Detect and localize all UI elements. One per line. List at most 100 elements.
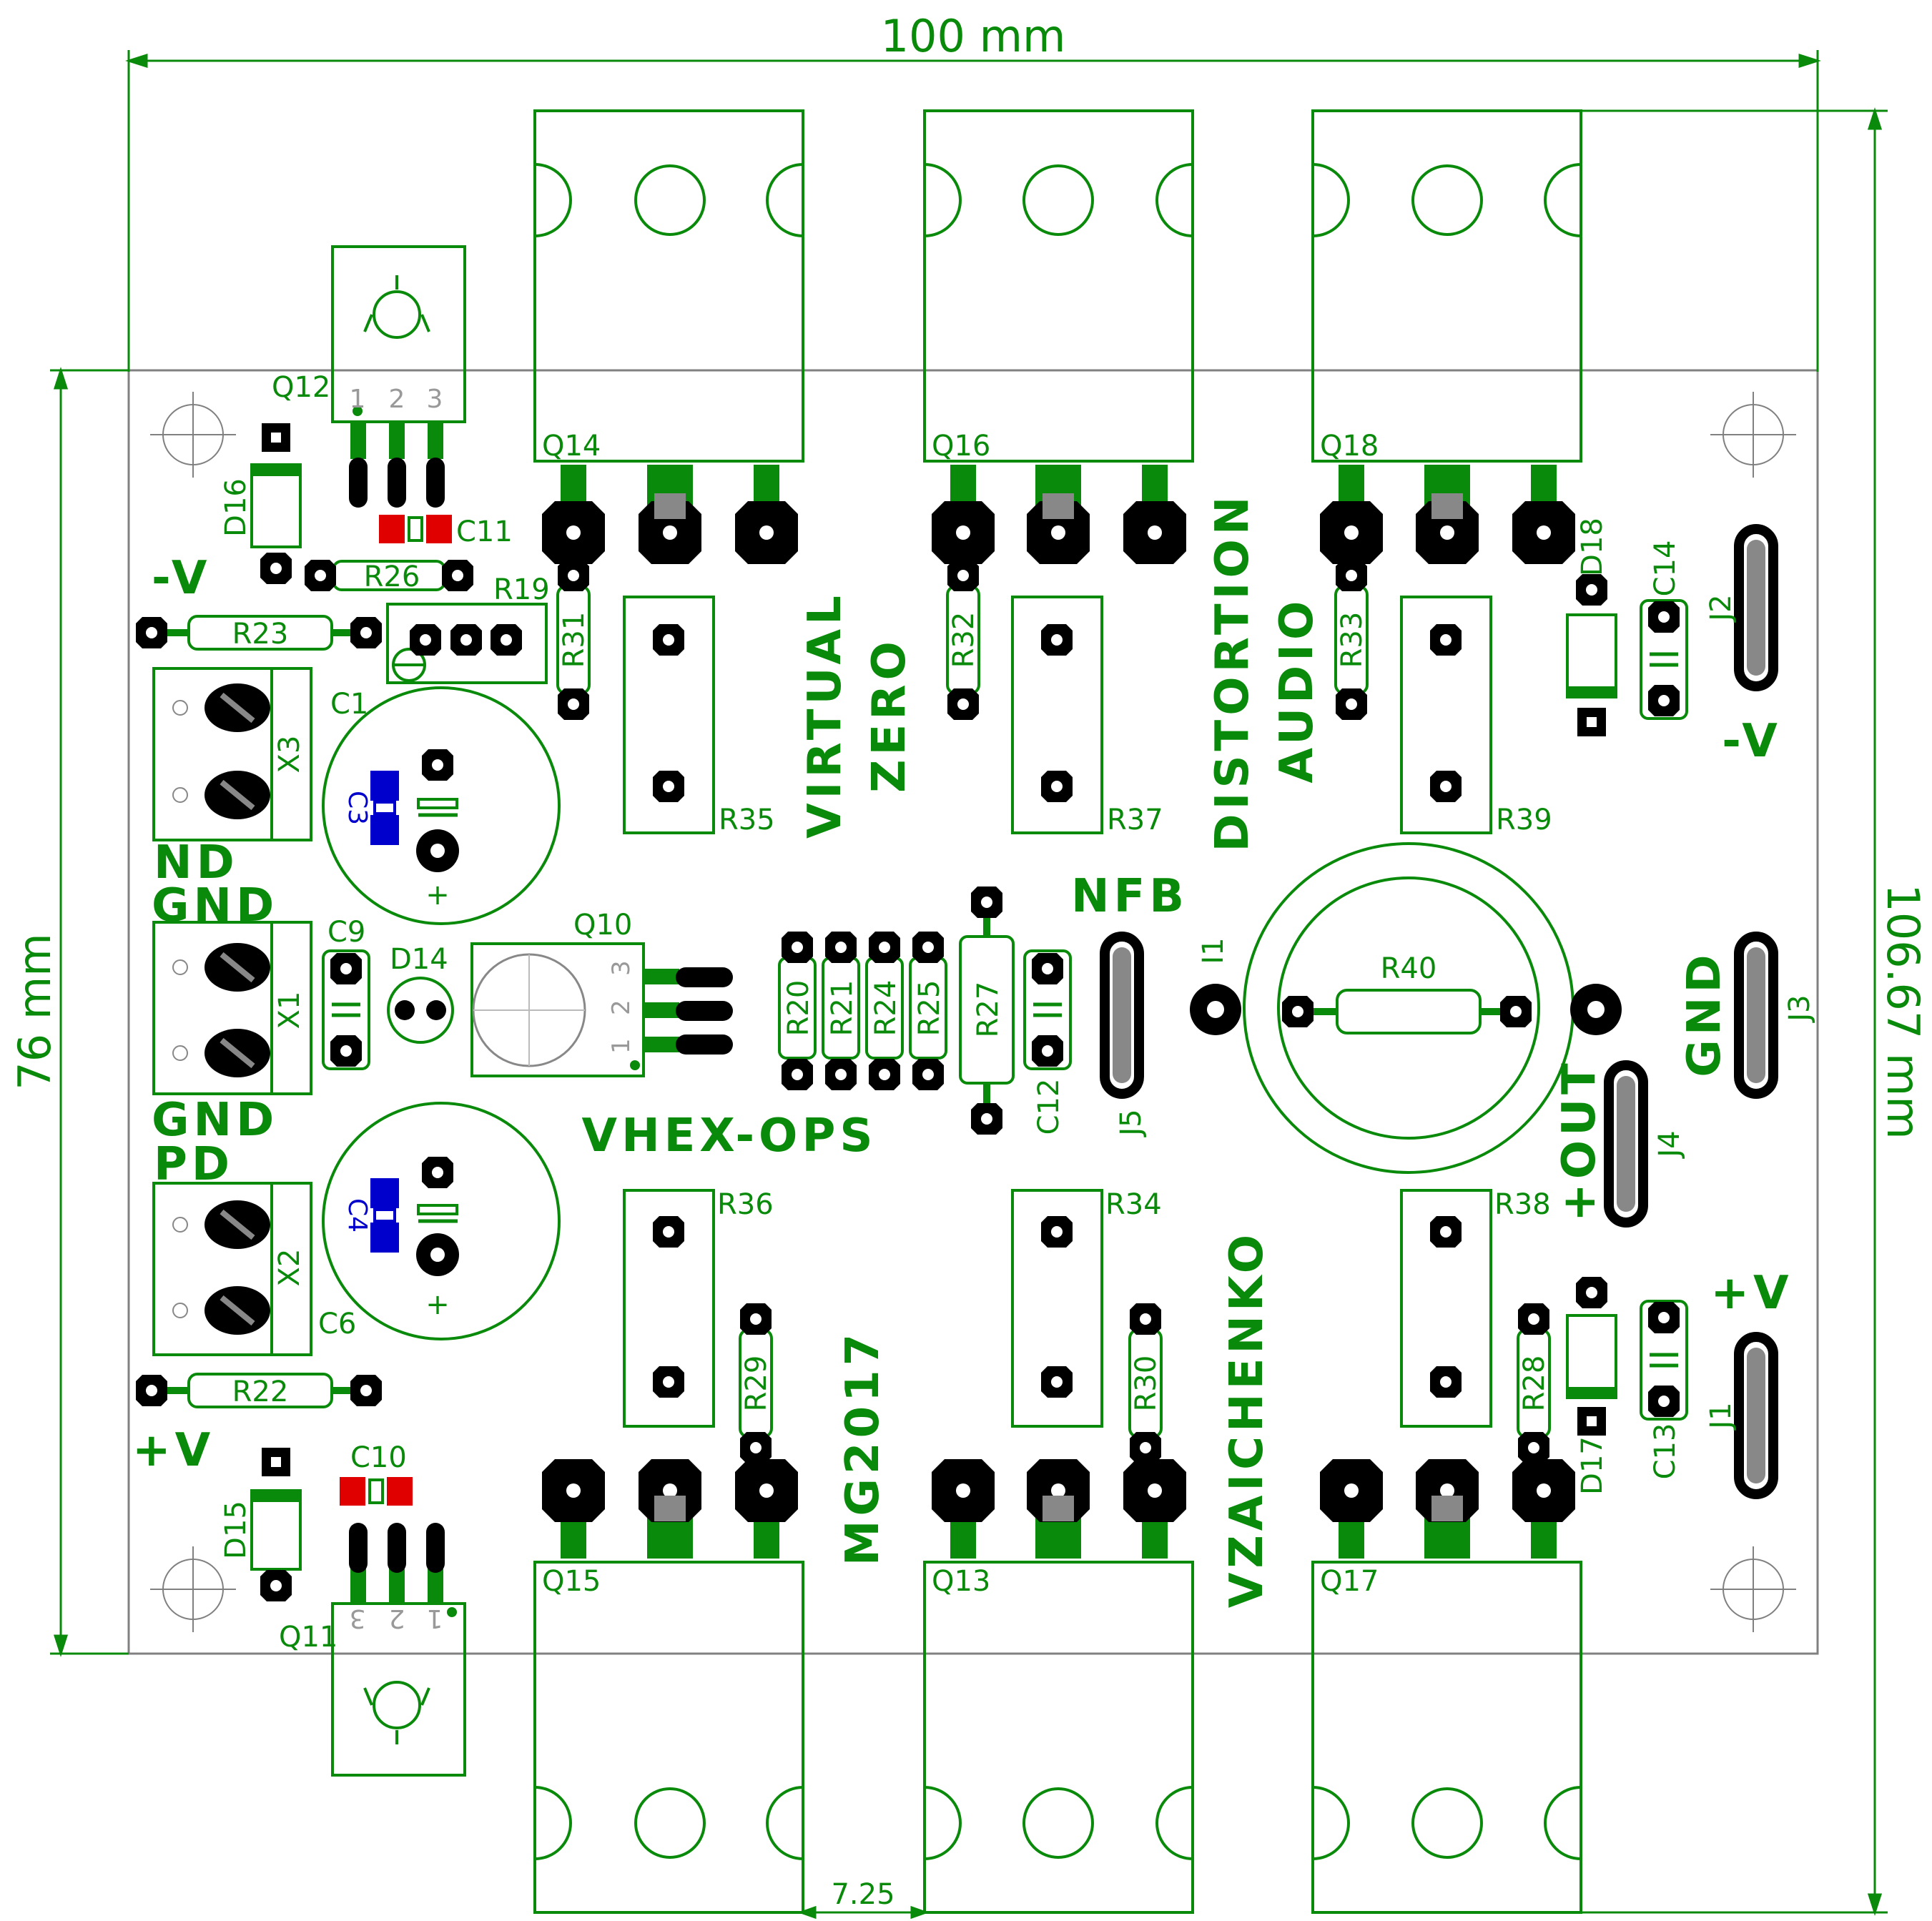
label-r31: R31 (558, 612, 591, 668)
transistor-q16: Q16 (923, 109, 1194, 564)
jumper-j4: J4 (1604, 1060, 1686, 1228)
svg-text:1: 1 (427, 1604, 443, 1633)
label-q10: Q10 (573, 909, 632, 942)
label-q13: Q13 (932, 1565, 990, 1598)
diode-d15: D15 (220, 1448, 302, 1601)
resistor-r37: R37 (1011, 596, 1163, 836)
resistor-r33: R33 (1334, 560, 1369, 720)
label-r34: R34 (1105, 1188, 1162, 1221)
transistor-q15: Q15 (533, 1459, 804, 1914)
capacitor-c6: + C6 (318, 1102, 561, 1340)
label-c3: C3 (342, 791, 372, 825)
label-r21: R21 (826, 980, 859, 1037)
text-gnd2: GND (152, 1094, 278, 1147)
capacitor-c3: C3 (342, 771, 399, 845)
terminal-x2: X2 (152, 1182, 312, 1356)
label-r39: R39 (1496, 804, 1552, 836)
label-j1: J1 (1705, 1402, 1738, 1431)
capacitor-c11: C11 (379, 515, 513, 548)
text-plus-v-right: +V (1710, 1267, 1793, 1320)
label-q15: Q15 (542, 1565, 601, 1598)
resistor-r24: R24 (865, 932, 904, 1090)
label-r24: R24 (869, 980, 902, 1037)
label-r33: R33 (1336, 612, 1369, 668)
dim-width-label: 100 mm (881, 10, 1066, 62)
capacitor-c1: + C1 (322, 686, 561, 925)
label-r28: R28 (1518, 1355, 1551, 1412)
label-q17: Q17 (1320, 1565, 1379, 1598)
transistor-q14: Q14 (533, 109, 804, 564)
resistor-r32: R32 (946, 560, 980, 720)
resistor-r22: R22 (136, 1373, 382, 1408)
diode-d18: D18 (1566, 518, 1617, 736)
mounting-holes (150, 392, 1796, 1632)
label-x3: X3 (273, 736, 306, 774)
diode-d17: D17 (1566, 1277, 1617, 1495)
resistor-r39: R39 (1400, 596, 1552, 836)
label-d16: D16 (220, 478, 252, 537)
text-out: +OUT (1553, 1059, 1606, 1222)
dim-board-height-label: 76 mm (9, 933, 61, 1090)
text-plus-v-left: +V (132, 1424, 215, 1477)
capacitor-c9: C9 (322, 916, 370, 1070)
label-r36: R36 (717, 1188, 774, 1221)
svg-text:3: 3 (350, 1604, 366, 1633)
label-q14: Q14 (542, 430, 601, 463)
jumper-j5: J5 (1100, 932, 1148, 1138)
label-j5: J5 (1115, 1109, 1148, 1137)
terminal-x3: X3 (152, 667, 312, 841)
capacitor-c12: C12 (1023, 949, 1072, 1135)
label-c12: C12 (1032, 1079, 1065, 1135)
resistor-r38: R38 (1400, 1188, 1551, 1428)
label-r35: R35 (719, 804, 775, 836)
resistor-r31: R31 (556, 560, 591, 720)
text-gnd-right: GND (1678, 950, 1731, 1077)
label-r26: R26 (364, 561, 420, 593)
label-c10: C10 (350, 1441, 407, 1474)
capacitor-c14: C14 (1640, 540, 1688, 720)
trimmer-r19: R19 (386, 573, 550, 684)
label-r30: R30 (1130, 1355, 1163, 1412)
label-q16: Q16 (932, 430, 990, 463)
label-r19: R19 (493, 573, 550, 606)
text-pd: PD (154, 1138, 234, 1191)
resistor-r23: R23 (136, 615, 382, 651)
label-c11: C11 (456, 515, 513, 548)
transistor-q12: 1 2 3 Q12 (272, 245, 466, 508)
label-q11: Q11 (279, 1621, 337, 1654)
resistor-r40: R40 I1 (1190, 842, 1622, 1174)
svg-text:2: 2 (389, 1604, 405, 1633)
label-j2: J2 (1705, 594, 1738, 623)
jumper-j3: J3 (1734, 932, 1816, 1099)
text-virtual: VIRTUAL (799, 591, 852, 839)
label-j4: J4 (1653, 1130, 1686, 1159)
dim-gap-label: 7.25 (831, 1878, 894, 1911)
capacitor-c10: C10 (340, 1441, 413, 1506)
label-r25: R25 (913, 980, 946, 1037)
resistor-r35: R35 (623, 596, 775, 836)
svg-text:1: 1 (607, 1038, 636, 1054)
resistor-r36: R36 (623, 1188, 774, 1428)
svg-text:2: 2 (607, 999, 636, 1015)
label-r23: R23 (232, 618, 289, 651)
label-r22: R22 (232, 1376, 289, 1408)
text-zero: ZERO (863, 637, 916, 793)
label-r37: R37 (1107, 804, 1163, 836)
label-i1: I1 (1197, 937, 1230, 964)
label-r40: R40 (1381, 952, 1437, 985)
dimension-lines (50, 50, 1888, 1920)
label-r20: R20 (782, 980, 815, 1037)
transistor-q18: Q18 (1311, 109, 1582, 564)
transistor-q10: 3 2 1 Q10 (470, 909, 733, 1077)
text-nd: ND (154, 836, 239, 889)
svg-text:+: + (425, 879, 450, 912)
label-c9: C9 (327, 916, 365, 949)
label-r32: R32 (947, 612, 980, 668)
svg-text:+: + (425, 1288, 450, 1321)
label-j3: J3 (1783, 994, 1816, 1023)
resistor-r20: R20 (778, 932, 817, 1090)
label-d15: D15 (220, 1501, 252, 1559)
capacitor-c4: C4 (342, 1178, 399, 1253)
resistor-r21: R21 (822, 932, 860, 1090)
